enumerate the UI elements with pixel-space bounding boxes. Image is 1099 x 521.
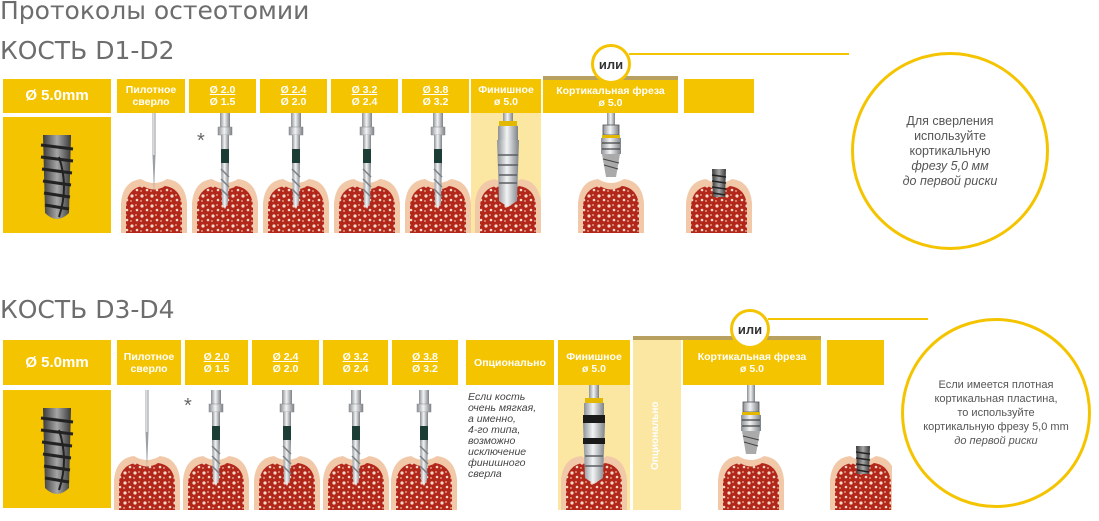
s2-step-optional-l1: Опционально [474,356,546,369]
s1-step-2-0-l2: Ø 1.5 [209,96,236,108]
s2-or-badge: или [730,309,770,349]
s2-asterisk: * [184,395,192,417]
finisher-drill-icon [496,113,520,208]
s2-step-3-8-l2: Ø 3.2 [412,362,438,375]
s1-step-cortical-l1: Кортикальная фреза [556,84,665,97]
s2-implant-label: Ø 5.0mm [3,340,111,385]
s1-step-finisher-l2: ø 5.0 [494,96,518,108]
s1-callout-line: Для сверления [906,113,994,128]
s1-callout-line: кортикальную [909,143,991,158]
s1-step-pilot-l2: сверло [132,96,170,108]
s2-step-optional: Опционально [466,340,554,385]
cortical-drill-icon [600,113,622,178]
s2-note-line: Если кость [468,391,526,403]
s2-step-2-0-l2: Ø 1.5 [203,362,230,375]
s1-callout-line: фрезу 5,0 мм [911,158,989,173]
s2-callout-line: кортикальная пластина, [934,393,1058,405]
s2-callout-line: кортикальную фрезу 5,0 mm [923,421,1069,433]
s2-note-line: а именно, [468,413,516,425]
s2-note-line: возможно [468,435,516,447]
s2-callout-line: Если имеется плотная [938,379,1054,391]
s2-step-pilot-l1: Пилотное [123,350,175,363]
s2-step-pilot-l2: сверло [130,362,168,375]
s2-note-line: исключение [468,446,527,458]
s1-callout-line: до первой риски [902,173,998,188]
s1-step-2-0-l1: Ø 2.0 [209,84,236,96]
s1-drill-illustrations [121,113,752,233]
s1-callout: Для сверления используйте кортикальную ф… [851,52,1049,250]
implant-in-bone-icon [711,168,727,198]
s2-note: Если кость очень мягкая, а именно, 4-го … [468,392,558,480]
s2-step-3-2-l1: Ø 3.2 [342,350,369,363]
s1-step-3-8-l2: Ø 3.2 [422,96,449,108]
s2-or-bar [633,336,821,340]
s1-callout-line: используйте [914,128,986,143]
s2-note-line: очень мягкая, [468,402,537,414]
s2-note-line: 4-го типа, [468,424,521,436]
pilot-drill-icon [152,113,156,193]
s1-step-2-4-l1: Ø 2.4 [280,84,307,96]
s2-step-2-0-l1: Ø 2.0 [203,350,230,363]
page-title: Протоколы остеотомии [0,0,310,25]
s2-connector-line [768,318,928,320]
s1-step-2-4-l2: Ø 2.0 [280,96,307,108]
s2-optional-column [633,340,681,510]
s2-implant-box [3,390,111,508]
s2-step-finisher-l1: Финишное [566,350,622,363]
s1-step-finisher-l1: Финишное [478,84,534,96]
s1-or-text: или [598,56,624,72]
s2-callout-line: до первой риски [954,435,1038,447]
s1-or-badge: или [591,44,631,84]
s2-step-finisher-l2: ø 5.0 [582,362,606,375]
implant-icon [40,135,74,219]
s2-step-2-4-l1: Ø 2.4 [272,350,299,363]
s1-implant-label: Ø 5.0mm [3,79,111,113]
s2-step-3-2-l2: Ø 2.4 [342,362,369,375]
s1-step-3-2-l2: Ø 2.4 [351,96,378,108]
s1-connector-line [629,53,849,55]
s1-step-3-2-l1: Ø 3.2 [351,84,378,96]
s2-implant-label-text: Ø 5.0mm [25,353,89,371]
s1-implant-box [3,117,111,233]
s2-step-implant [827,340,884,385]
section1-heading: КОСТЬ D1-D2 [0,36,175,65]
s2-callout: Если имеется плотная кортикальная пласти… [901,318,1091,508]
s2-step-2-4-l2: Ø 2.0 [272,362,299,375]
s2-step-cortical-l1: Кортикальная фреза [697,350,807,363]
implant-icon [40,408,74,494]
s1-step-pilot-l1: Пилотное [125,84,177,96]
s1-asterisk: * [197,130,205,152]
s1-step-3-8-l1: Ø 3.8 [422,84,449,96]
s2-note-line: сверла [468,468,502,480]
s1-implant-label-text: Ø 5.0mm [25,87,89,104]
s2-step-3-8-l1: Ø 3.8 [412,350,438,363]
section2-heading: КОСТЬ D3-D4 [0,295,175,324]
s2-step-cortical-l2: ø 5.0 [740,362,764,375]
s2-or-text: или [737,321,763,337]
s2-callout-line: то используйте [957,407,1035,419]
s2-note-line: финишного [468,457,526,469]
s1-step-cortical-l2: ø 5.0 [598,96,623,109]
s1-step-implant [684,79,754,113]
